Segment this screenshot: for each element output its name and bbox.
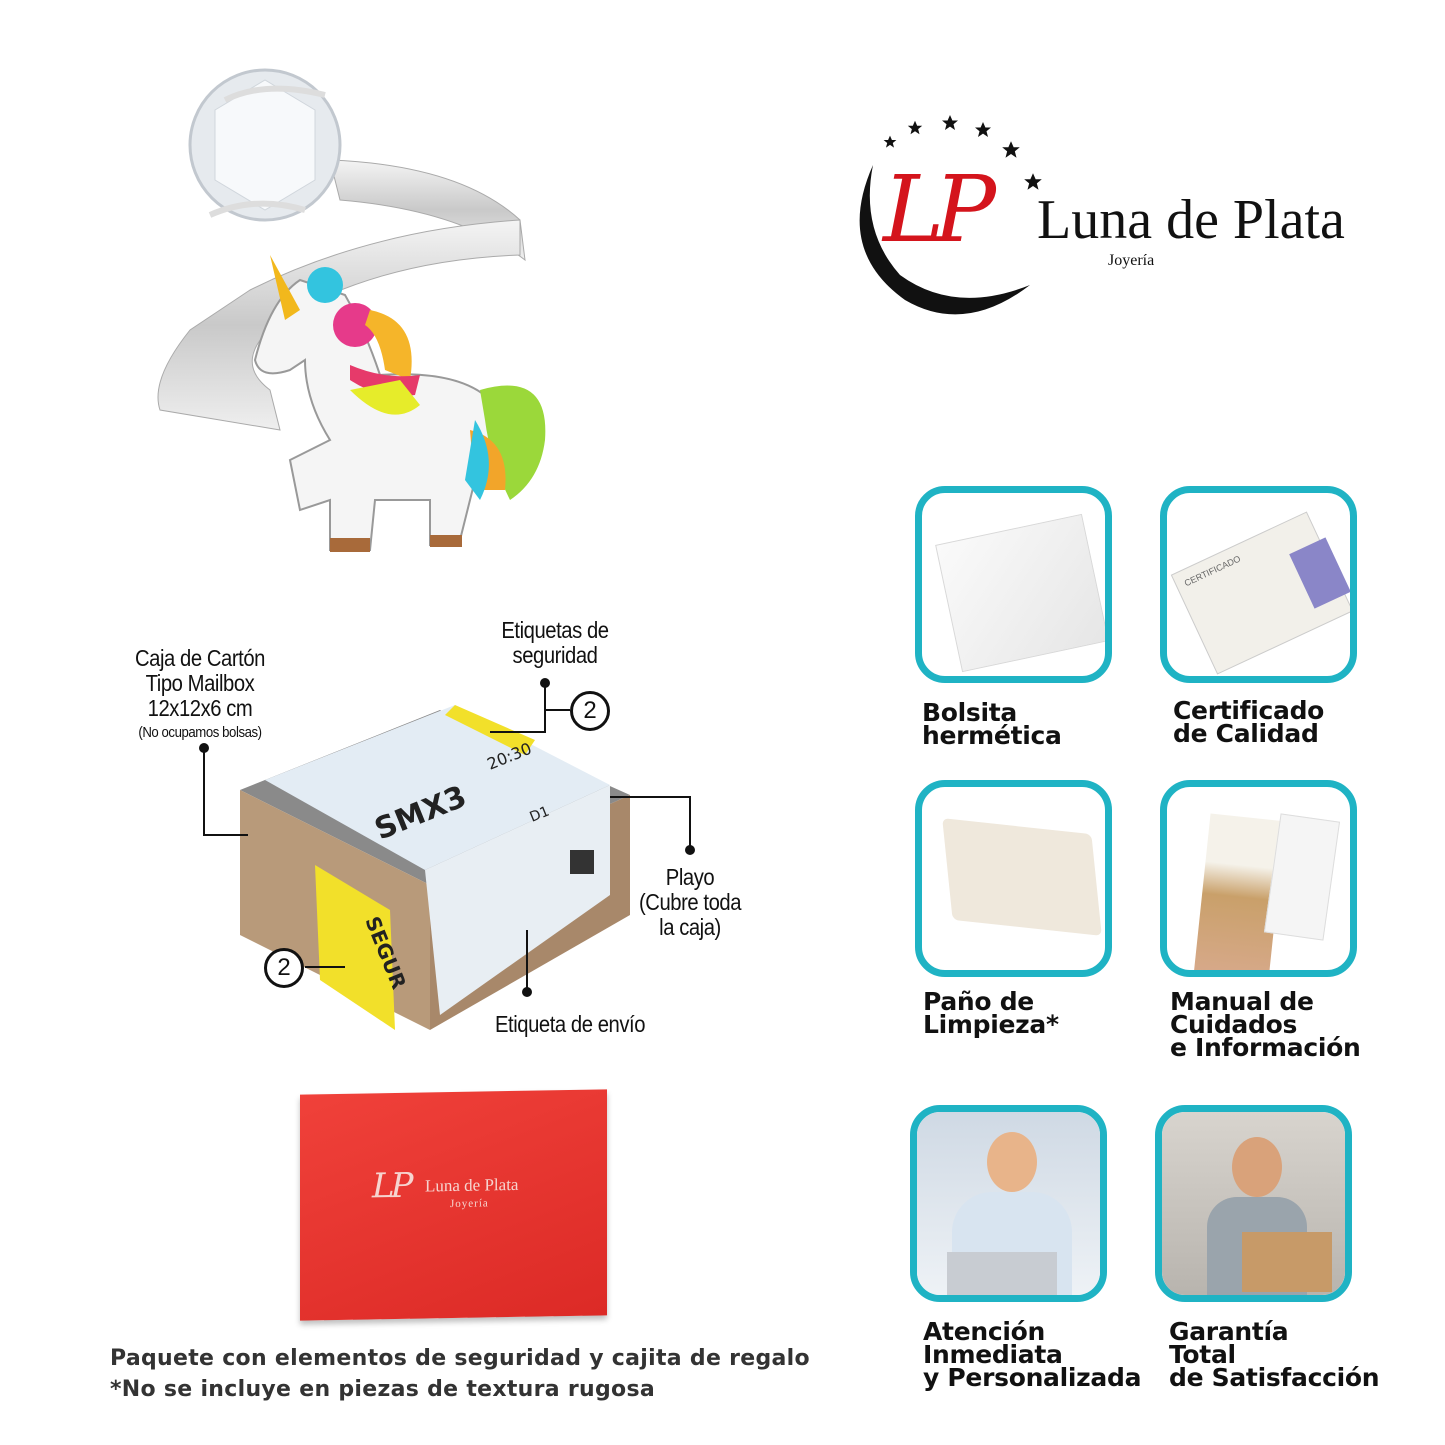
footer-line-1: Paquete con elementos de seguridad y caj…	[110, 1346, 810, 1371]
cleaning-cloth-icon	[942, 818, 1102, 936]
security-count-side: 2	[264, 948, 304, 988]
manual-card	[1160, 780, 1357, 977]
gift-box-monogram: LP	[372, 1165, 410, 1207]
satisfaction-card	[1155, 1105, 1352, 1302]
support-card	[910, 1105, 1107, 1302]
unicorn-ring-image	[157, 68, 546, 552]
parcel-route: D1	[528, 803, 552, 825]
shipping-label: Etiqueta de envío	[494, 1011, 646, 1037]
certificate-card: CERTIFICADO	[1160, 486, 1357, 683]
zip-bag-icon	[935, 513, 1105, 673]
logo-brand-name: Luna de Plata	[1037, 189, 1345, 251]
moon-stars-icon	[859, 115, 1042, 315]
logo-subtitle: Joyería	[1108, 252, 1155, 269]
support-agent-icon	[917, 1112, 1100, 1295]
security-count-top: 2	[570, 691, 610, 731]
logo-monogram: LP	[883, 156, 996, 263]
gift-box-image: LP Luna de Plata Joyería	[300, 1089, 607, 1321]
zip-bag-card	[915, 486, 1112, 683]
shipping-box-image: SMX3 20:30 D1 SEGUR	[199, 678, 695, 1030]
cleaning-cloth-card	[915, 780, 1112, 977]
happy-customer-icon	[1162, 1112, 1345, 1295]
brand-logo: LP Luna de Plata Joyería	[845, 110, 1375, 320]
box-note: (No ocupamos bolsas)	[138, 724, 262, 741]
gift-box-subtitle: Joyería	[450, 1197, 489, 1211]
footer-line-2: *No se incluye en piezas de textura rugo…	[110, 1377, 655, 1402]
gift-box-brand: Luna de Plata	[425, 1174, 519, 1196]
